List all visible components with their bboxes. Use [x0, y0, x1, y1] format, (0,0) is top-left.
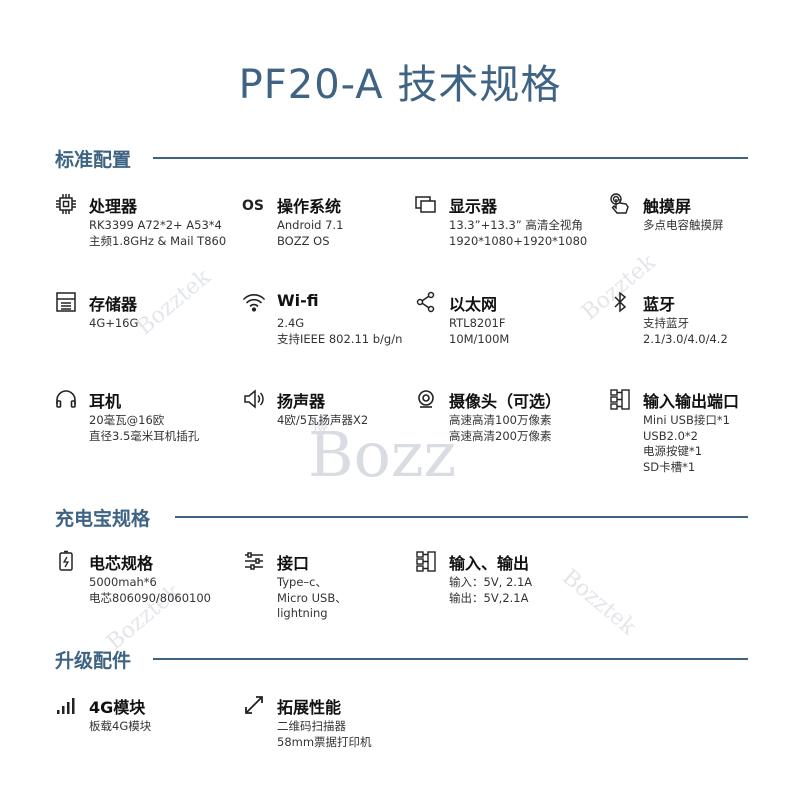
spec-line: lightning [277, 606, 328, 620]
section-label: 升级配件 [55, 650, 132, 672]
os-icon: OS [242, 192, 266, 216]
spec-line: 2.4G [277, 316, 305, 330]
spec-line: 13.3”+13.3” 高清全视角 [449, 218, 583, 232]
watermark-logo: Bozz [308, 418, 457, 491]
spec-line: 支持蓝牙 [643, 316, 689, 330]
divider [153, 658, 748, 660]
spec-line: 输出：5V,2.1A [449, 590, 529, 605]
spec-details: 板载4G模块 [89, 719, 151, 735]
spec-details: 高速高清100万像素 高速高清200万像素 [449, 413, 551, 444]
spec-details: 二维码扫描器 58mm票据打印机 [277, 719, 372, 750]
spec-title: Wi-fi [277, 291, 319, 310]
wifi-icon [242, 290, 266, 314]
spec-line: Android 7.1 [277, 218, 344, 232]
cpu-icon [54, 192, 78, 216]
spec-details: 13.3”+13.3” 高清全视角 1920*1080+1920*1080 [449, 218, 587, 249]
page-title: PF20-A 技术规格 [238, 62, 562, 108]
spec-title: 4G模块 [89, 698, 146, 717]
spec-line: 电源按键*1 [643, 444, 703, 458]
spec-line: 58mm票据打印机 [277, 734, 372, 749]
spec-line: BOZZ OS [277, 233, 330, 248]
spec-line: Micro USB、 [277, 590, 347, 605]
divider [175, 516, 748, 518]
section-label: 充电宝规格 [55, 508, 151, 530]
bluetooth-icon [608, 290, 632, 314]
spec-title: 扬声器 [277, 392, 326, 411]
spec-details: 4欧/5瓦扬声器X2 [277, 413, 368, 429]
spec-title: 以太网 [449, 295, 498, 314]
spec-line: USB2.0*2 [643, 428, 698, 443]
spec-title: 电芯规格 [89, 554, 154, 573]
spec-line: 20毫瓦@16欧 [89, 413, 165, 427]
spec-details: 输入：5V, 2.1A 输出：5V,2.1A [449, 575, 532, 606]
spec-line: SD卡槽*1 [643, 459, 696, 474]
svg-text:OS: OS [242, 198, 264, 214]
sliders-icon [242, 549, 266, 573]
storage-icon [54, 290, 78, 314]
spec-line: 二维码扫描器 [277, 719, 346, 733]
spec-details: 5000mah*6 电芯806090/8060100 [89, 575, 211, 606]
spec-details: 支持蓝牙 2.1/3.0/4.0/4.2 [643, 316, 728, 347]
spec-line: 板载4G模块 [89, 719, 152, 733]
section-header-upgrade: 升级配件 [55, 646, 750, 672]
spec-line: 高速高清100万像素 [449, 413, 552, 427]
spec-details: 2.4G 支持IEEE 802.11 b/g/n [277, 316, 402, 347]
spec-details: RTL8201F 10M/100M [449, 316, 509, 347]
spec-line: 直径3.5毫米耳机插孔 [89, 428, 200, 443]
spec-line: RK3399 A72*2+ A53*4 [89, 218, 222, 232]
touch-hand-icon [608, 192, 632, 216]
dual-display-icon [414, 192, 438, 216]
divider [153, 157, 748, 159]
spec-details: 20毫瓦@16欧 直径3.5毫米耳机插孔 [89, 413, 199, 444]
spec-line: 4G+16G [89, 316, 139, 330]
section-header-power-bank: 充电宝规格 [55, 504, 750, 530]
spec-line: Mini USB接口*1 [643, 413, 730, 427]
spec-details: RK3399 A72*2+ A53*4 主频1.8GHz & Mail T860 [89, 218, 226, 249]
section-label: 标准配置 [55, 149, 132, 171]
section-header-standard: 标准配置 [55, 145, 750, 171]
watermark-text: Bozztek [557, 564, 641, 641]
spec-details: 多点电容触摸屏 [643, 218, 724, 234]
spec-title: 触摸屏 [643, 197, 692, 216]
spec-title: 拓展性能 [277, 698, 342, 717]
spec-line: 电芯806090/8060100 [89, 590, 211, 605]
spec-details: Android 7.1 BOZZ OS [277, 218, 343, 249]
spec-line: 支持IEEE 802.11 b/g/n [277, 331, 403, 346]
battery-icon [54, 549, 78, 573]
spec-title: 接口 [277, 554, 310, 573]
camera-icon [414, 387, 438, 411]
ports-icon [414, 549, 438, 573]
spec-details: Type–c、 Micro USB、 lightning [277, 575, 347, 622]
spec-title: 输入输出端口 [643, 392, 740, 411]
spec-title: 处理器 [89, 197, 138, 216]
expand-arrows-icon [242, 693, 266, 717]
ethernet-icon [414, 290, 438, 314]
signal-icon [54, 693, 78, 717]
spec-line: 5000mah*6 [89, 575, 157, 589]
spec-details: Mini USB接口*1 USB2.0*2 电源按键*1 SD卡槽*1 [643, 413, 730, 475]
spec-line: 输入：5V, 2.1A [449, 575, 533, 589]
spec-line: 高速高清200万像素 [449, 428, 552, 443]
speaker-icon [242, 387, 266, 411]
spec-title: 耳机 [89, 392, 122, 411]
spec-line: RTL8201F [449, 316, 506, 330]
spec-details: 4G+16G [89, 316, 138, 332]
spec-line: 多点电容触摸屏 [643, 218, 724, 232]
spec-line: 10M/100M [449, 331, 510, 346]
spec-line: 主频1.8GHz & Mail T860 [89, 233, 227, 248]
spec-title: 输入、输出 [449, 554, 530, 573]
spec-line: Type–c、 [277, 575, 327, 589]
spec-line: 2.1/3.0/4.0/4.2 [643, 331, 728, 346]
spec-title: 摄像头（可选） [449, 392, 562, 411]
spec-line: 1920*1080+1920*1080 [449, 233, 588, 248]
spec-title: 蓝牙 [643, 295, 676, 314]
spec-title: 存储器 [89, 295, 138, 314]
watermark-text: Bozztek [132, 264, 216, 341]
spec-title: 操作系统 [277, 197, 342, 216]
ports-icon [608, 387, 632, 411]
spec-title: 显示器 [449, 197, 498, 216]
headphone-icon [54, 387, 78, 411]
spec-line: 4欧/5瓦扬声器X2 [277, 413, 369, 427]
